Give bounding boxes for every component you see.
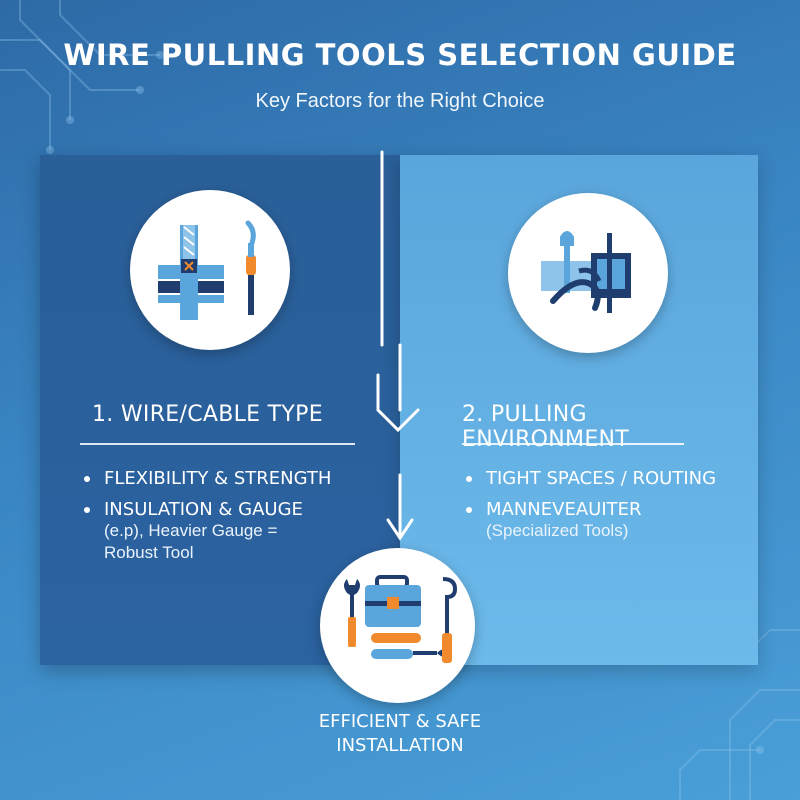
factor-panel-wire-type: 1. WIRE/CABLE TYPE FLEXIBILITY & STRENGT… xyxy=(40,155,400,665)
bullet-main-text: FLEXIBILITY & STRENGTH xyxy=(104,468,332,489)
factor-bullet-list: FLEXIBILITY & STRENGTH INSULATION & GAUG… xyxy=(82,468,382,574)
flow-arrow-icon xyxy=(376,150,420,541)
factor-panel-pulling-environment: 2. PULLING ENVIRONMENT TIGHT SPACES / RO… xyxy=(400,155,758,665)
factor-bullet-list: TIGHT SPACES / ROUTING MANNEVEAUITER (Sp… xyxy=(464,468,744,552)
outcome-label: EFFICIENT & SAFE INSTALLATION xyxy=(0,710,800,758)
list-item: TIGHT SPACES / ROUTING xyxy=(464,468,744,489)
bullet-main-text: INSULATION & GAUGE xyxy=(104,499,303,520)
divider xyxy=(462,443,684,445)
list-item: FLEXIBILITY & STRENGTH xyxy=(82,468,382,489)
bullet-sub-text: (Specialized Tools) xyxy=(486,521,629,540)
cable-cross-section-icon xyxy=(130,190,290,350)
bullet-main-text: TIGHT SPACES / ROUTING xyxy=(486,468,717,489)
toolbox-icon xyxy=(320,548,475,703)
outcome-line-2: INSTALLATION xyxy=(336,735,464,756)
page-subtitle: Key Factors for the Right Choice xyxy=(255,90,545,112)
list-item: INSULATION & GAUGE (e.p), Heavier Gauge … xyxy=(82,499,382,564)
list-item: MANNEVEAUITER (Specialized Tools) xyxy=(464,499,744,542)
bullet-main-text: MANNEVEAUITER xyxy=(486,499,642,520)
outcome-line-1: EFFICIENT & SAFE xyxy=(318,711,482,732)
divider xyxy=(80,443,355,445)
bullet-sub-text: (e.p), Heavier Gauge = Robust Tool xyxy=(104,521,278,562)
factor-heading: 2. PULLING ENVIRONMENT xyxy=(462,402,630,452)
factor-heading: 1. WIRE/CABLE TYPE xyxy=(92,402,323,427)
page-title: WIRE PULLING TOOLS SELECTION GUIDE xyxy=(63,38,737,72)
routing-wrench-icon xyxy=(508,193,668,353)
